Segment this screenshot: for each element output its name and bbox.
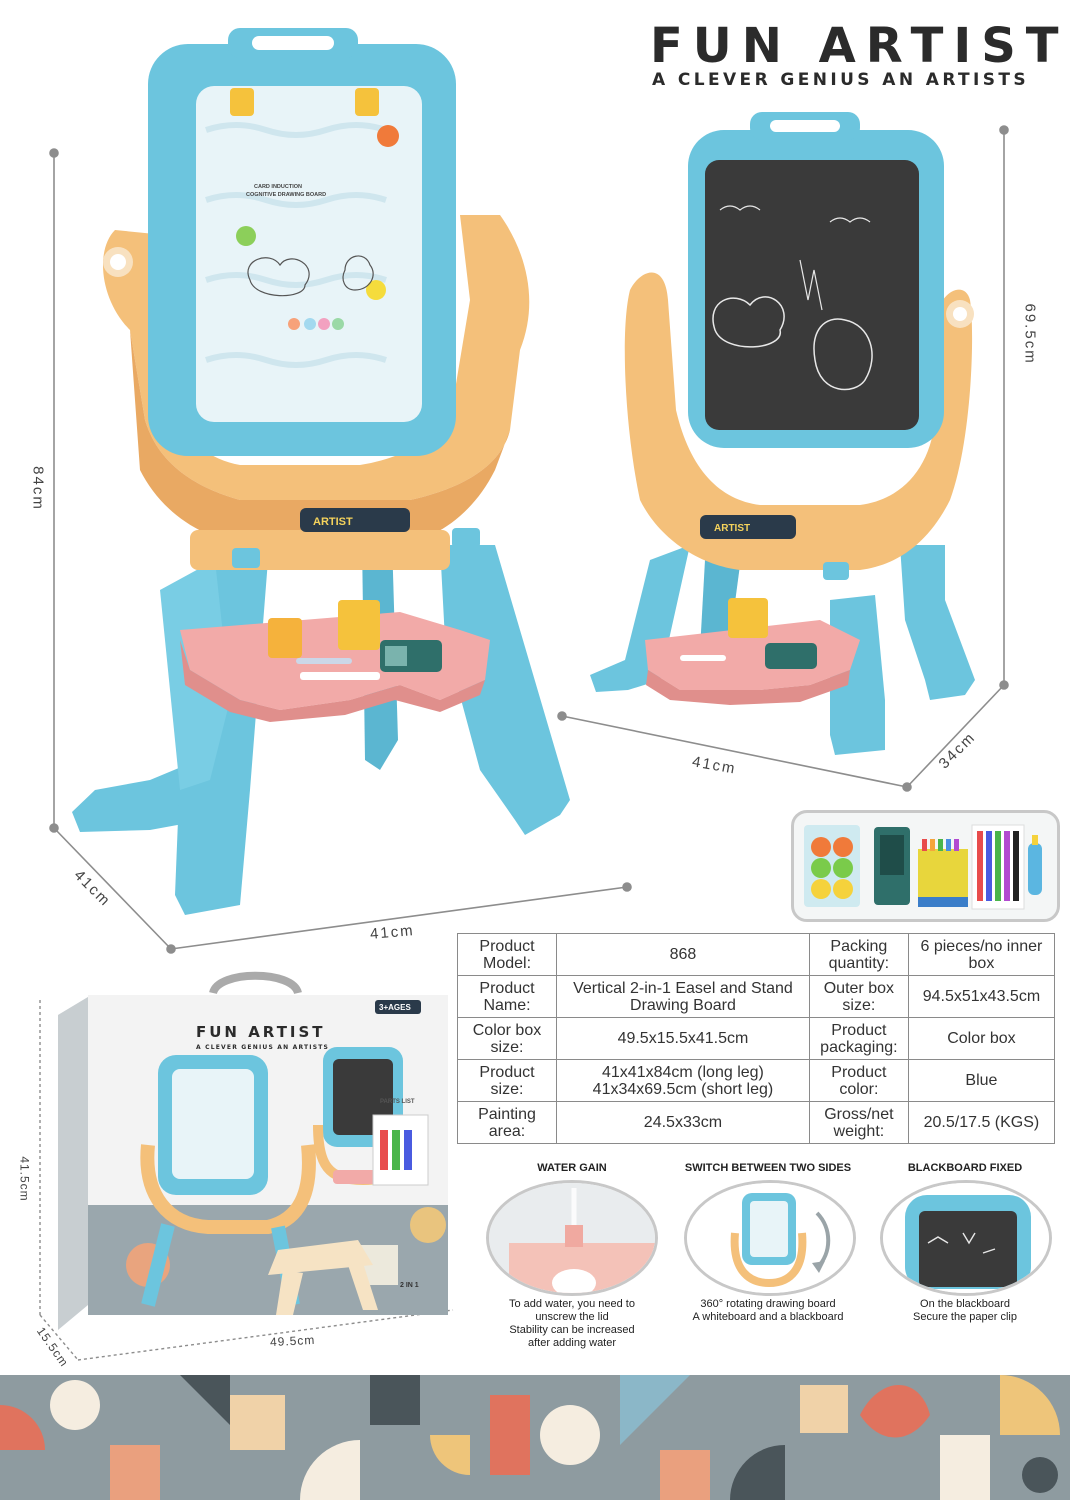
short-easel: ARTIST [590, 112, 975, 755]
page-title: FUN ARTIST [650, 18, 1069, 74]
spec-key: Product Model: [457, 933, 557, 976]
box-mode-label: 2 IN 1 [400, 1282, 419, 1289]
feature-title-switch-sides: SWITCH BETWEEN TWO SIDES [684, 1162, 852, 1174]
spec-key: Product size: [457, 1059, 557, 1102]
dim-box-height: 41.5cm [17, 1156, 32, 1202]
feature-title-water-gain: WATER GAIN [537, 1162, 607, 1174]
spec-value: 20.5/17.5 (KGS) [907, 1101, 1056, 1144]
spec-key: Product packaging: [808, 1017, 909, 1060]
dim-short-height: 69.5cm [1021, 303, 1039, 365]
spec-value: 24.5x33cm [556, 1101, 810, 1144]
feature-image-blackboard-fixed [880, 1180, 1052, 1296]
feature-image-switch-sides [684, 1180, 856, 1296]
spec-value: 41x41x84cm (long leg) 41x34x69.5cm (shor… [556, 1059, 810, 1102]
feature-image-water-gain [486, 1180, 658, 1296]
box-subtitle: A CLEVER GENIUS AN ARTISTS [196, 1044, 329, 1051]
spec-key: Product Name: [457, 975, 557, 1018]
water-gain-illustration [489, 1183, 655, 1293]
chalk-box-icon [918, 839, 968, 907]
spec-key: Product color: [808, 1059, 909, 1102]
switch-sides-illustration [687, 1183, 853, 1293]
dimension-lines-short [557, 125, 1009, 792]
chalk-holder-icon [1028, 835, 1042, 895]
markers-icon [971, 824, 1025, 910]
dimension-lines-tall [49, 148, 632, 954]
spec-key: Packing quantity: [808, 933, 909, 976]
spec-value: Color box [907, 1017, 1056, 1060]
spec-value: 868 [556, 933, 810, 976]
spec-value: 49.5x15.5x41.5cm [556, 1017, 810, 1060]
spec-table: Product Model: 868 Packing quantity: 6 p… [457, 933, 1056, 1144]
pattern-shapes [0, 1375, 1060, 1500]
color-box-illustration: 3+AGES FUN ARTIST A CLEVER GENIUS AN ART… [39, 971, 454, 1361]
magnet-balls-icon [804, 825, 860, 907]
parts-list-panel [791, 810, 1060, 922]
table-row: Painting area: 24.5x33cm Gross/net weigh… [457, 1101, 1056, 1144]
dim-box-width: 49.5cm [269, 1332, 316, 1350]
box-title: FUN ARTIST [196, 1023, 326, 1041]
spec-value: 94.5x51x43.5cm [907, 975, 1056, 1018]
feature-title-blackboard-fixed: BLACKBOARD FIXED [907, 1162, 1023, 1174]
easel-badge-short: ARTIST [714, 523, 750, 534]
table-row: Product size: 41x41x84cm (long leg) 41x3… [457, 1059, 1056, 1102]
board-caption-line2: COGNITIVE DRAWING BOARD [246, 192, 326, 198]
table-row: Product Model: 868 Packing quantity: 6 p… [457, 933, 1056, 976]
spec-value: Vertical 2-in-1 Easel and Stand Drawing … [556, 975, 810, 1018]
parts-illustration [804, 824, 1042, 910]
page-subtitle: A CLEVER GENIUS AN ARTISTS [652, 70, 1030, 90]
feature-desc-water-gain: To add water, you need to unscrew the li… [509, 1298, 635, 1349]
decorative-pattern-footer [0, 1375, 1070, 1500]
tall-easel: ARTIST [72, 28, 570, 915]
table-row: Color box size: 49.5x15.5x41.5cm Product… [457, 1017, 1056, 1060]
spec-value: 6 pieces/no inner box [907, 933, 1056, 976]
feature-desc-blackboard-fixed: On the blackboard Secure the paper clip [913, 1298, 1017, 1323]
spec-key: Gross/net weight: [808, 1101, 909, 1144]
dim-tall-height: 84cm [29, 466, 47, 511]
box-parts-label: PARTS LIST [380, 1099, 415, 1105]
easel-badge-tall: ARTIST [313, 516, 353, 528]
board-caption-line1: CARD INDUCTION [254, 184, 302, 190]
eraser-icon [874, 827, 910, 905]
spec-value: Blue [907, 1059, 1056, 1102]
table-row: Product Name: Vertical 2-in-1 Easel and … [457, 975, 1056, 1018]
spec-key: Outer box size: [808, 975, 909, 1018]
box-dimension-lines [39, 1000, 454, 1361]
product-illustration: ARTIST CARD INDUCTION COGNITIVE DRAWING … [49, 28, 1009, 954]
blackboard-fixed-illustration [883, 1183, 1049, 1293]
box-age-badge: 3+AGES [379, 1003, 411, 1012]
spec-key: Color box size: [457, 1017, 557, 1060]
feature-desc-switch-sides: 360° rotating drawing board A whiteboard… [692, 1298, 844, 1323]
spec-key: Painting area: [457, 1101, 557, 1144]
